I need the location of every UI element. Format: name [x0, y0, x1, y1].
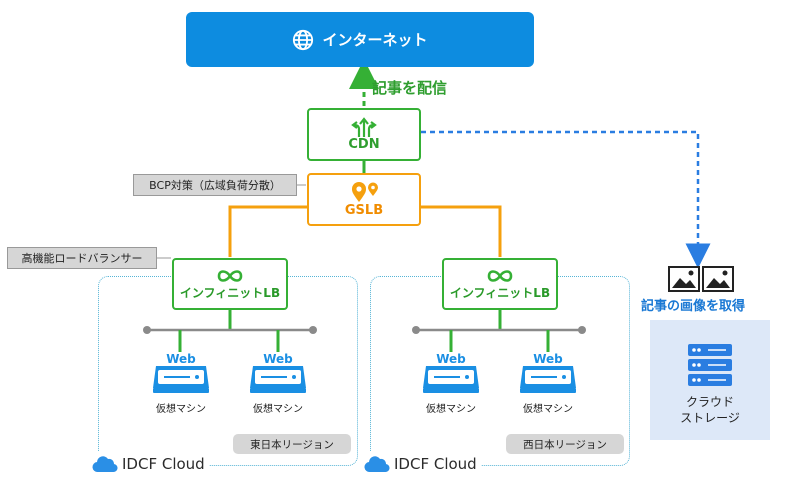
- web-badge: Web: [263, 352, 293, 366]
- west-infinite-lb: インフィニットLB: [442, 258, 558, 310]
- cloud-logo-text: IDCF Cloud: [122, 455, 205, 473]
- storage-label-line1: クラウド: [685, 395, 734, 409]
- vm-label: 仮想マシン: [156, 404, 206, 415]
- cloud-icon: [364, 456, 390, 473]
- web-server-icon: Web: [517, 350, 579, 394]
- web-server-icon: Web: [150, 350, 212, 394]
- lb-callout: 高機能ロードバランサー: [7, 247, 157, 269]
- location-pins-icon: [352, 182, 378, 202]
- bcp-callout: BCP対策（広域負荷分散）: [133, 174, 297, 196]
- web-badge: Web: [436, 352, 466, 366]
- cdn-label: CDN: [348, 137, 380, 152]
- vm-label: 仮想マシン: [253, 404, 303, 415]
- cloud-icon: [92, 456, 118, 473]
- cloud-storage: クラウド ストレージ: [650, 320, 770, 440]
- gslb-label: GSLB: [344, 203, 384, 218]
- deliver-label: 記事を配信: [372, 79, 448, 97]
- web-server-icon: Web: [247, 350, 309, 394]
- fetch-label: 記事の画像を取得: [641, 299, 746, 314]
- internet-label: インターネット: [322, 31, 428, 49]
- web-badge: Web: [533, 352, 563, 366]
- storage-label-line2: ストレージ: [680, 411, 740, 425]
- routing-arrows-icon: [351, 117, 377, 137]
- internet-node: インターネット: [186, 12, 534, 67]
- lb-label: インフィニットLB: [179, 285, 281, 300]
- east-infinite-lb: インフィニットLB: [172, 258, 288, 310]
- web-badge: Web: [166, 352, 196, 366]
- cdn-node: CDN: [307, 108, 421, 161]
- gslb-node: GSLB: [307, 173, 421, 226]
- fetch-arrow: [421, 130, 711, 269]
- west-region-tag: 西日本リージョン: [506, 434, 624, 454]
- cloud-logo-text: IDCF Cloud: [394, 455, 477, 473]
- vm-label: 仮想マシン: [523, 404, 573, 415]
- vm-label: 仮想マシン: [426, 404, 476, 415]
- infinity-icon: [217, 269, 243, 282]
- idcf-cloud-logo: IDCF Cloud: [88, 451, 209, 477]
- east-region-tag: 東日本リージョン: [233, 434, 351, 454]
- lb-label: インフィニットLB: [449, 285, 551, 300]
- globe-icon: [293, 29, 314, 50]
- server-stack-icon: [688, 344, 732, 386]
- infinity-icon: [487, 269, 513, 282]
- image-icons: [668, 266, 734, 292]
- idcf-cloud-logo: IDCF Cloud: [360, 451, 481, 477]
- web-server-icon: Web: [420, 350, 482, 394]
